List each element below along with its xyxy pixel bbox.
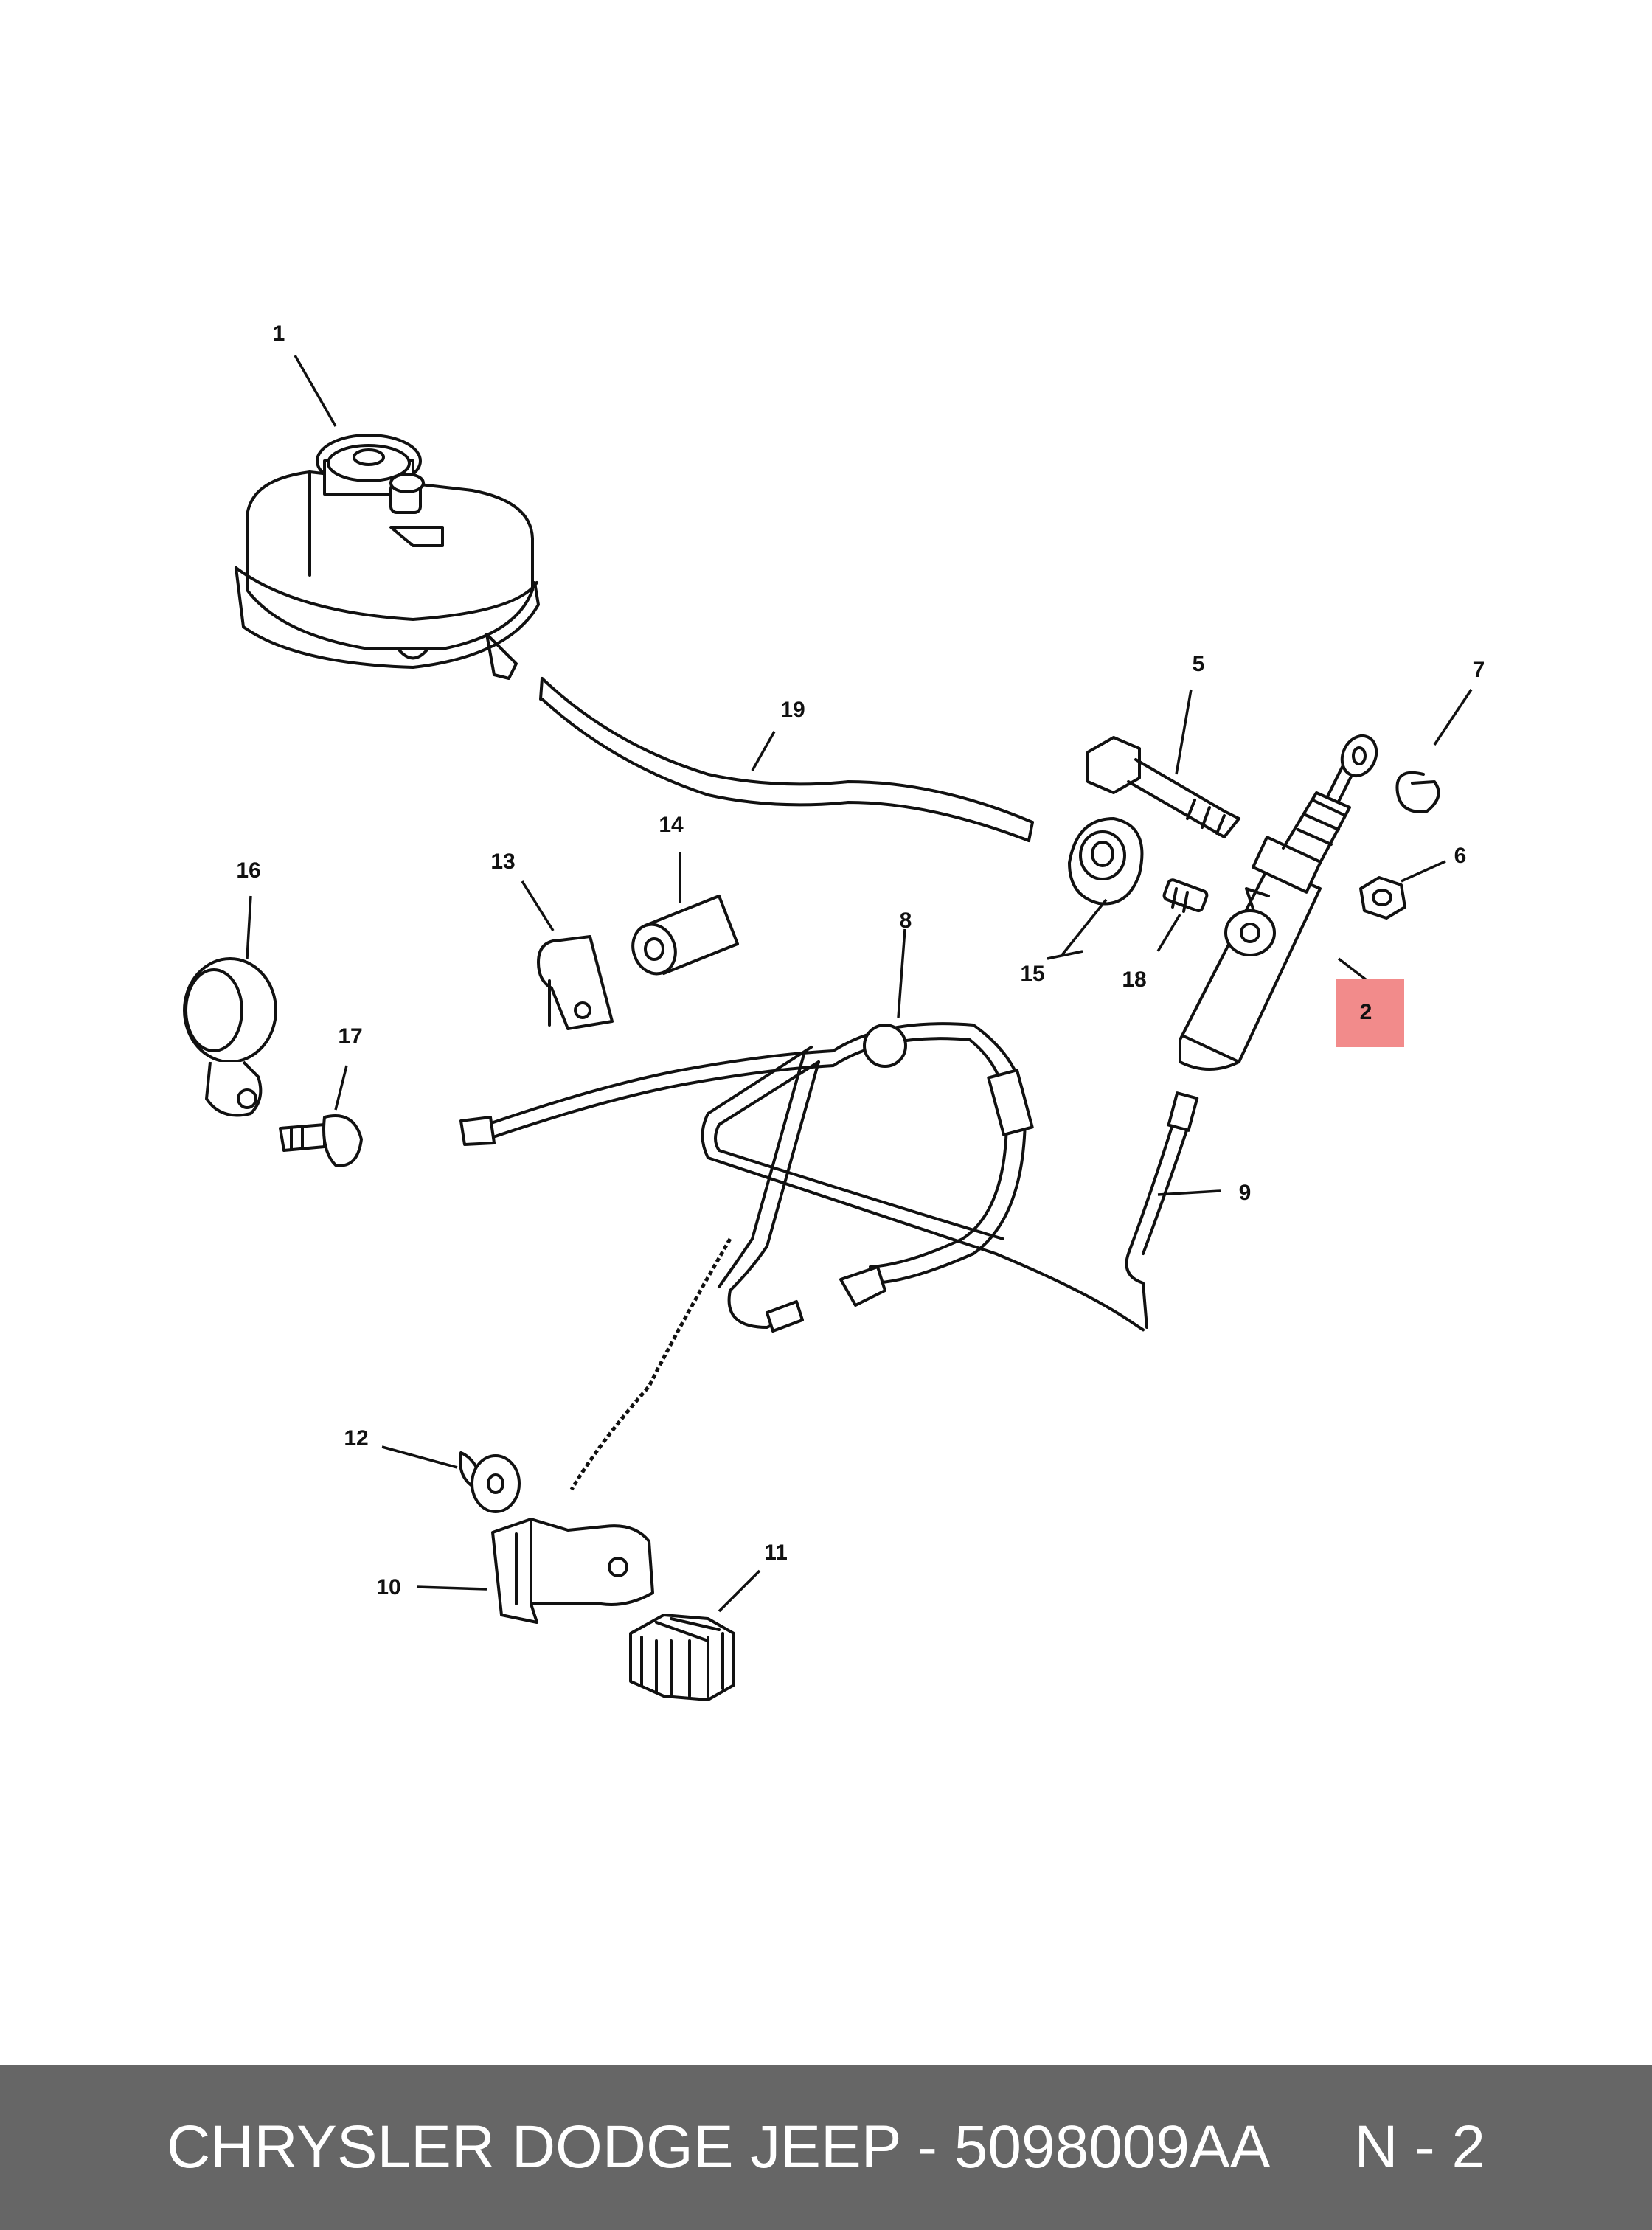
nut-part	[1359, 876, 1406, 920]
callout-17: 17	[338, 1024, 362, 1049]
parts-diagram: 1 5 7 19 14 13 16 6 8 15 18 17 9 12 11 1…	[183, 322, 1485, 1701]
callout-12: 12	[344, 1426, 368, 1451]
clip-part	[1395, 771, 1440, 813]
line-part	[1125, 1091, 1199, 1329]
callout-1: 1	[273, 322, 285, 346]
highlighted-callout-2: 2	[1336, 979, 1404, 1047]
plug-part	[459, 1451, 521, 1513]
bushing-part	[631, 895, 739, 976]
callout-10: 10	[376, 1575, 400, 1599]
bracket-clip-part	[537, 935, 614, 1030]
callout-8: 8	[900, 909, 912, 933]
footer-spacer	[1270, 2113, 1354, 2182]
callout-13: 13	[490, 850, 515, 874]
wire-part	[569, 1237, 732, 1491]
callout-6: 6	[1454, 844, 1467, 868]
bracket-part	[491, 1518, 654, 1624]
master-cylinder-part	[1179, 734, 1378, 1071]
grommet-part	[1068, 817, 1144, 906]
callout-15: 15	[1020, 962, 1044, 986]
callout-9: 9	[1239, 1181, 1252, 1205]
callout-11: 11	[764, 1540, 788, 1565]
small-bolt-part	[279, 1114, 363, 1167]
reservoir-part	[235, 434, 540, 680]
callout-16: 16	[236, 858, 260, 883]
footer-part-text: CHRYSLER DODGE JEEP - 5098009AA	[166, 2113, 1271, 2181]
callout-2: 2	[1360, 1000, 1372, 1024]
insulator-part	[629, 1614, 735, 1701]
fitting-part	[1162, 878, 1209, 913]
leader-lines	[246, 355, 1473, 1613]
footer-ref-text: N - 2	[1354, 2113, 1486, 2181]
line-assembly-part	[459, 1022, 1145, 1333]
callout-18: 18	[1122, 968, 1146, 992]
callout-5: 5	[1193, 652, 1205, 676]
footer-bar: CHRYSLER DODGE JEEP - 5098009AA N - 2	[0, 2065, 1652, 2230]
hose-part	[541, 677, 1034, 824]
bolt-part	[1086, 736, 1240, 838]
callout-19: 19	[780, 698, 805, 722]
callout-14: 14	[659, 813, 684, 837]
clamp-part	[183, 957, 277, 1117]
callout-7: 7	[1473, 658, 1485, 682]
